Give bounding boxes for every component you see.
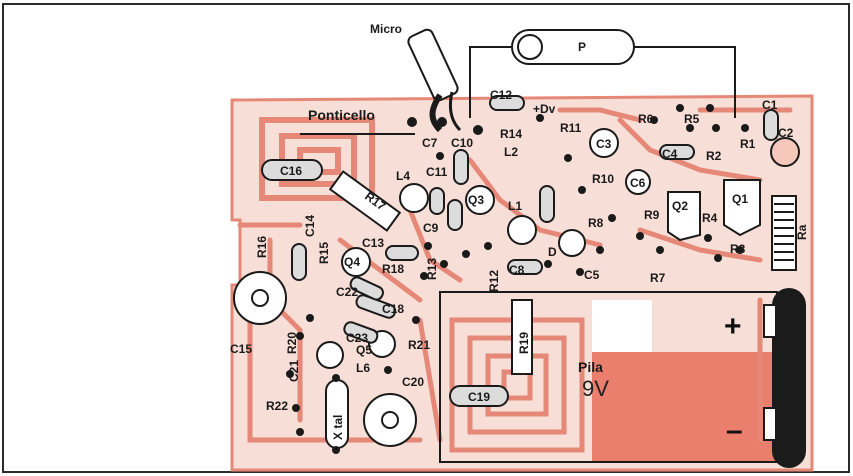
label-xtal: X tal	[331, 415, 345, 440]
label-q4: Q4	[344, 255, 360, 269]
label-r22: R22	[266, 399, 288, 413]
label-r5: R5	[684, 112, 700, 126]
resistor-r17	[328, 170, 402, 232]
label-c16: C16	[280, 164, 302, 178]
label-r12: R12	[487, 270, 501, 292]
battery-clip	[772, 288, 806, 468]
label-l4: L4	[396, 169, 410, 183]
label-c21: C21	[287, 360, 301, 382]
microphone	[407, 28, 462, 133]
label-c19: C19	[468, 390, 490, 404]
label-micro: Micro	[370, 22, 402, 36]
label-c1: C1	[762, 98, 778, 112]
label-r3: R3	[730, 242, 746, 256]
label-c10: C10	[451, 136, 473, 150]
label-9v: 9V	[582, 376, 609, 401]
label-r13: R13	[425, 258, 439, 280]
resistor-r19	[511, 299, 533, 375]
label-r4: R4	[702, 211, 718, 225]
label-dv: +Dv	[533, 102, 556, 116]
transistor-q1	[723, 179, 761, 237]
label-l6: L6	[356, 361, 370, 375]
label-r16: R16	[255, 236, 269, 258]
label-r20: R20	[285, 332, 299, 354]
label-pila: Pila	[578, 359, 603, 375]
label-r11: R11	[560, 121, 582, 135]
label-r6: R6	[638, 112, 654, 126]
ra-stripes	[774, 203, 794, 261]
label-r19: R19	[517, 332, 531, 354]
label-minus: –	[726, 414, 743, 447]
label-c13: C13	[362, 236, 384, 250]
label-c5: C5	[584, 268, 600, 282]
label-c15: C15	[230, 342, 252, 356]
c2-cap	[770, 137, 800, 167]
label-c23: C23	[346, 331, 368, 345]
label-r10: R10	[592, 172, 614, 186]
label-r14: R14	[500, 127, 522, 141]
label-r8: R8	[588, 216, 604, 230]
label-r15: R15	[317, 242, 331, 264]
label-r2: R2	[706, 149, 722, 163]
label-r1: R1	[740, 137, 756, 151]
label-l2: L2	[504, 145, 518, 159]
transistor-q2	[667, 191, 701, 242]
label-c7: C7	[422, 136, 438, 150]
solder-pads	[286, 104, 749, 454]
label-r9: R9	[644, 208, 660, 222]
ra-connector	[771, 195, 797, 271]
label-c6: C6	[630, 176, 646, 190]
label-c12: C12	[490, 88, 512, 102]
label-ponticello: Ponticello	[308, 107, 375, 123]
label-q5: Q5	[356, 343, 372, 357]
label-r18: R18	[382, 262, 404, 276]
label-r7: R7	[650, 271, 666, 285]
label-c2: C2	[778, 126, 794, 140]
battery-copper-pad	[592, 352, 777, 462]
label-c8: C8	[509, 263, 525, 277]
label-q2: Q2	[672, 199, 688, 213]
potentiometer-p	[469, 29, 736, 118]
label-c4: C4	[662, 147, 678, 161]
label-c11: C11	[426, 165, 448, 179]
label-c9: C9	[423, 221, 439, 235]
label-ra: Ra	[795, 224, 809, 240]
label-plus: +	[724, 310, 742, 343]
capsule-components	[261, 95, 779, 407]
component-labels: C1 C2 C3 C4 C5 C6 C7 C8 C9 C10 C11 C12 C…	[230, 88, 809, 413]
circular-components	[233, 128, 651, 447]
label-p: P	[578, 40, 586, 54]
label-c3: C3	[596, 137, 612, 151]
label-d: D	[548, 245, 557, 259]
label-c14: C14	[303, 215, 317, 237]
label-l1: L1	[508, 199, 522, 213]
copper-traces	[237, 107, 793, 443]
label-q3: Q3	[468, 193, 484, 207]
label-c18: C18	[382, 302, 404, 316]
label-c22: C22	[336, 285, 358, 299]
label-q1: Q1	[732, 192, 748, 206]
label-c20: C20	[402, 375, 424, 389]
outer-frame	[2, 3, 850, 473]
label-r21: R21	[408, 338, 430, 352]
